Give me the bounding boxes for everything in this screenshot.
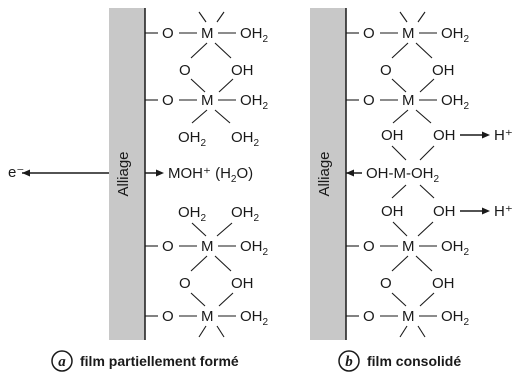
proton-label-bottom: H⁺ (494, 203, 513, 220)
svg-text:M: M (402, 25, 415, 42)
caption-a-text: film partiellement formé (80, 353, 239, 369)
svg-text:OH: OH (381, 127, 404, 144)
svg-text:OH2: OH2 (178, 204, 207, 224)
alloy-bar-a (109, 8, 145, 340)
upper-complex-b: O M OH2 O OH O M OH2 OH OH (346, 11, 470, 144)
svg-text:O: O (380, 275, 392, 292)
svg-text:O: O (162, 238, 174, 255)
svg-text:M: M (201, 25, 214, 42)
caption-b: b film consolidé (338, 350, 461, 372)
electron-label: e⁻ (8, 164, 24, 181)
svg-text:M: M (201, 238, 214, 255)
lower-complex-a: OH2 OH2 O M OH2 O OH O M OH2 (145, 204, 269, 338)
caption-a-letter: a (58, 354, 66, 370)
central-complex-b: OH-M-OH2 OH OH (346, 145, 456, 220)
svg-text:OH: OH (433, 203, 456, 220)
svg-text:OH: OH (432, 62, 455, 79)
alloy-bar-b (310, 8, 346, 340)
svg-text:O: O (162, 25, 174, 42)
alloy-label-a: Alliage (115, 151, 132, 196)
caption-a: a film partiellement formé (51, 350, 239, 372)
caption-b-text: film consolidé (367, 353, 461, 369)
svg-text:M: M (201, 92, 214, 109)
caption-b-letter: b (345, 354, 353, 370)
svg-text:OH2: OH2 (441, 92, 470, 112)
svg-text:O: O (363, 25, 375, 42)
svg-text:M: M (402, 308, 415, 325)
svg-text:OH: OH (433, 127, 456, 144)
svg-text:OH2: OH2 (441, 238, 470, 258)
svg-text:OH2: OH2 (178, 129, 207, 149)
proton-label-top: H⁺ (494, 127, 513, 144)
alloy-label-b: Alliage (316, 151, 333, 196)
svg-text:OH2: OH2 (231, 129, 260, 149)
svg-text:OH2: OH2 (441, 25, 470, 45)
svg-text:OH: OH (381, 203, 404, 220)
svg-text:OH2: OH2 (240, 92, 269, 112)
svg-text:O: O (380, 62, 392, 79)
svg-text:O: O (179, 275, 191, 292)
svg-text:OH2: OH2 (240, 25, 269, 45)
svg-text:O: O (363, 238, 375, 255)
svg-text:OH2: OH2 (441, 308, 470, 328)
svg-text:OH: OH (432, 275, 455, 292)
caption-b-circle (338, 350, 360, 372)
moh-species: MOH⁺ (H2O) (168, 165, 253, 185)
svg-text:O: O (179, 62, 191, 79)
svg-text:OH2: OH2 (231, 204, 260, 224)
oh-arrow-head-b (346, 169, 354, 177)
svg-text:OH: OH (231, 275, 254, 292)
svg-text:M: M (402, 92, 415, 109)
svg-text:M: M (201, 308, 214, 325)
proton-arrow-bottom-head (482, 207, 490, 215)
svg-text:OH: OH (231, 62, 254, 79)
upper-complex-a: O M OH2 O OH O M OH2 OH2 OH2 (145, 11, 269, 149)
moh-arrow-head (156, 169, 164, 177)
lower-complex-b: O M OH2 O OH O M OH2 (346, 221, 470, 338)
svg-text:O: O (363, 92, 375, 109)
svg-text:O: O (363, 308, 375, 325)
svg-text:OH2: OH2 (240, 308, 269, 328)
svg-text:OH2: OH2 (240, 238, 269, 258)
svg-text:M: M (402, 238, 415, 255)
svg-text:O: O (162, 92, 174, 109)
svg-text:OH-M-OH2: OH-M-OH2 (366, 165, 440, 185)
caption-a-circle (51, 350, 73, 372)
electron-arrow-head (22, 169, 30, 177)
proton-arrow-top-head (482, 131, 490, 139)
svg-text:O: O (162, 308, 174, 325)
